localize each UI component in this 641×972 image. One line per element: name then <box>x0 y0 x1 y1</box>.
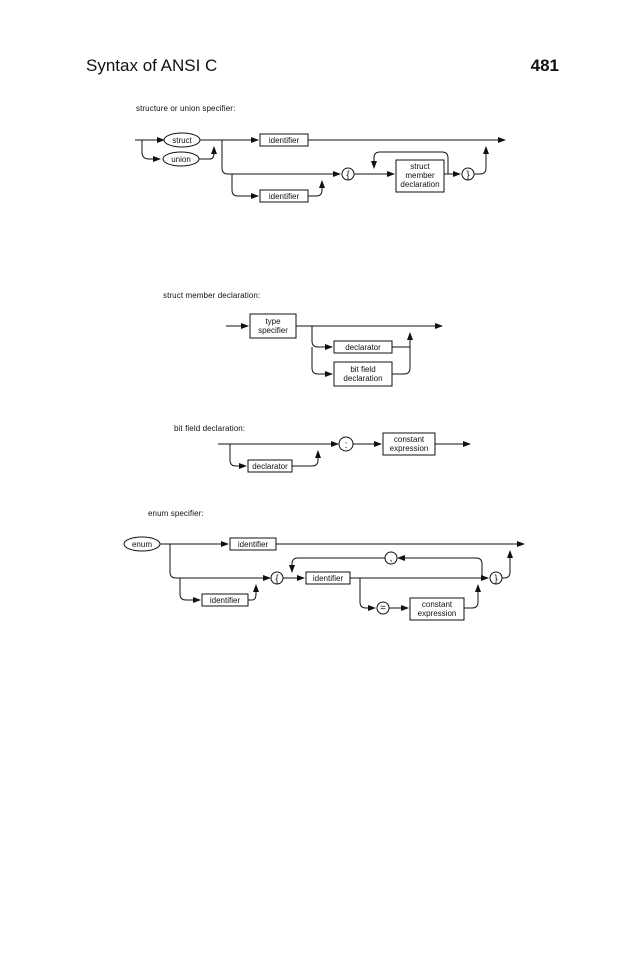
bf-const-text-2: expression <box>390 444 429 453</box>
to-bf-declarator-arrow <box>229 444 247 469</box>
bit-field-declaration-box <box>333 361 393 387</box>
to-bitfield-arrow <box>311 347 333 377</box>
union-keyword-text: union <box>171 155 191 164</box>
union-merge-arrow <box>199 146 217 160</box>
rbrace-merge-arrow <box>474 146 489 175</box>
bf-merge-arrow <box>292 450 321 467</box>
page-number: 481 <box>530 56 559 75</box>
struct-member-diagram: type specifier declarator bit field decl… <box>226 313 443 387</box>
to-enum-identifier2-arrow <box>179 578 201 603</box>
bit-field-caption: bit field declaration: <box>174 424 246 433</box>
declarator-text: declarator <box>345 343 381 352</box>
enum-const-text-1: constant <box>422 600 453 609</box>
enum-keyword-text: enum <box>132 540 152 549</box>
enum-caption: enum specifier: <box>148 509 204 518</box>
enum-identifier-text-2: identifier <box>210 596 241 605</box>
identifier2-merge-arrow <box>308 180 325 197</box>
enumerator-identifier-text: identifier <box>313 574 344 583</box>
identifier-text-2: identifier <box>269 192 300 201</box>
lbrace-text: { <box>346 170 350 181</box>
equals-text: = <box>380 603 386 614</box>
enum-identifier-text: identifier <box>238 540 269 549</box>
bitfield-text-2: declaration <box>343 374 382 383</box>
identifier-text: identifier <box>269 136 300 145</box>
member-text-2: member <box>405 171 435 180</box>
struct-member-caption: struct member declaration: <box>163 291 261 300</box>
type-specifier-box <box>249 313 297 339</box>
enum-lbrace-text: { <box>275 574 279 585</box>
identifier2-arrow <box>231 174 259 199</box>
bf-declarator-text: declarator <box>252 462 288 471</box>
to-declarator-arrow <box>311 326 333 350</box>
comma-loop-arrow <box>397 555 483 578</box>
member-merge-arrow <box>392 332 413 375</box>
struct-keyword-text: struct <box>172 136 192 145</box>
member-text-3: declaration <box>400 180 439 189</box>
bit-field-diagram: declarator : constant expression <box>218 432 471 473</box>
enum-constant-merge <box>464 584 481 609</box>
enum-brace-path <box>169 544 262 579</box>
to-equals-arrow <box>359 578 376 611</box>
enum-rbrace-merge <box>502 550 513 579</box>
struct-member-declaration-box <box>395 159 445 193</box>
union-arrow <box>141 151 161 162</box>
enum-const-text-2: expression <box>418 609 457 618</box>
enum-constant-expression-box <box>409 597 465 621</box>
type-text-1: type <box>265 317 281 326</box>
enum-identifier2-merge <box>248 584 259 601</box>
colon-text: : <box>345 440 348 451</box>
enum-rbrace-text: } <box>494 574 498 585</box>
type-text-2: specifier <box>258 326 288 335</box>
page-title: Syntax of ANSI C <box>86 56 218 75</box>
struct-union-diagram: struct union identifier identifier { str… <box>135 132 506 203</box>
member-text-1: struct <box>410 162 430 171</box>
brace-path <box>221 140 338 175</box>
bf-const-text-1: constant <box>394 435 425 444</box>
enum-diagram: enum identifier identifier { identifier … <box>123 536 525 621</box>
comma-text: , <box>390 553 393 564</box>
member-loop-arrow <box>371 151 449 175</box>
comma-return-arrow <box>289 557 385 573</box>
struct-union-caption: structure or union specifier: <box>136 104 236 113</box>
bitfield-text-1: bit field <box>350 365 375 374</box>
rbrace-text: } <box>466 170 470 181</box>
